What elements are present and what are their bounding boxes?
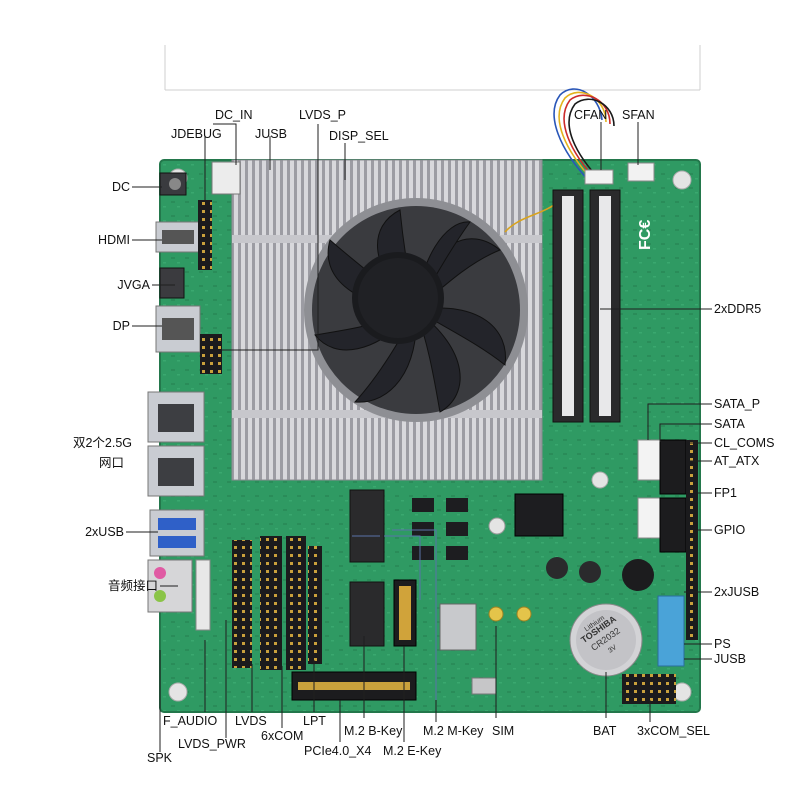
label-at-atx: AT_ATX: [714, 454, 760, 468]
chips: [412, 493, 654, 695]
sata-connector: [659, 439, 687, 495]
cmos-battery: TOSHIBA CR2032 3V Lithium: [569, 603, 643, 677]
label-spk: SPK: [147, 751, 173, 765]
lvds-header: [232, 540, 252, 668]
pin-headers-left: [195, 161, 322, 670]
battery-volt: 3V: [607, 644, 618, 655]
label-hdmi: HDMI: [98, 233, 130, 247]
m2-m-key-slot: [349, 489, 385, 563]
lan-port-1: [147, 391, 205, 443]
label-bat: BAT: [593, 724, 617, 738]
label-audio-port: 音频接口: [108, 578, 158, 593]
fcc-mark: FC€: [637, 220, 654, 250]
label-jusb-top: JUSB: [255, 127, 287, 141]
right-connectors: [622, 439, 698, 704]
pcie-slot: [291, 671, 417, 701]
rear-io: [147, 172, 205, 613]
lpt-header: [308, 546, 322, 664]
label-com-sel: 3xCOM_SEL: [637, 724, 710, 738]
label-m2-e-key: M.2 E-Key: [383, 744, 442, 758]
cfan-header: [584, 169, 614, 185]
sfan-header: [627, 162, 655, 182]
label-lan-line2: 网口: [99, 456, 124, 470]
label-jvga: JVGA: [117, 278, 150, 292]
label-ddr5: 2xDDR5: [714, 302, 761, 316]
label-dp: DP: [113, 319, 130, 333]
usb-ports: [149, 509, 205, 557]
label-lvds: LVDS: [235, 714, 267, 728]
label-pcie: PCIe4.0_X4: [304, 744, 371, 758]
m2-slots: [349, 489, 532, 651]
label-sfan: SFAN: [622, 108, 655, 122]
label-lan-line1: 双2个2.5G: [73, 436, 132, 450]
label-disp-sel: DISP_SEL: [329, 129, 389, 143]
label-dc-in: DC_IN: [215, 108, 253, 122]
label-jusb-right: JUSB: [714, 652, 746, 666]
label-cfan: CFAN: [574, 108, 607, 122]
label-sim: SIM: [492, 724, 514, 738]
background-wall: [164, 45, 701, 91]
lvds-p-header: [200, 334, 222, 374]
vga-header: [159, 267, 185, 299]
sim-slot: [439, 603, 477, 651]
leader-lines: [126, 122, 712, 752]
label-gpio: GPIO: [714, 523, 746, 537]
ddr5-slots: FC€: [552, 189, 654, 423]
label-m2-m-key: M.2 M-Key: [423, 724, 484, 738]
label-ps: PS: [714, 637, 731, 651]
label-sata-p: SATA_P: [714, 397, 760, 411]
com-headers: [260, 536, 282, 670]
label-jdebug: JDEBUG: [171, 127, 222, 141]
label-lvds-p: LVDS_P: [299, 108, 346, 122]
label-sata: SATA: [714, 417, 745, 431]
label-m2-b-key: M.2 B-Key: [344, 724, 403, 738]
label-lvds-pwr: LVDS_PWR: [178, 737, 246, 751]
callout-labels: DC HDMI JVGA DP 双2个2.5G 网口 2xUSB 音频接口 JD…: [73, 108, 775, 765]
sata-power: [637, 439, 661, 481]
cpu-fan: [304, 198, 528, 422]
label-jusb-2x: 2xJUSB: [714, 585, 759, 599]
label-dc: DC: [112, 180, 130, 194]
label-f-audio: F_AUDIO: [163, 714, 217, 728]
label-fp1: FP1: [714, 486, 737, 500]
m2-b-key-slot: [349, 581, 385, 647]
dc-in-connector: [211, 161, 241, 195]
label-lpt: LPT: [303, 714, 326, 728]
label-cl-coms: CL_COMS: [714, 436, 774, 450]
label-usb-2x: 2xUSB: [85, 525, 124, 539]
com-sel-header: [622, 674, 676, 704]
label-6x-com: 6xCOM: [261, 729, 303, 743]
jusb-2x-header: [657, 595, 685, 667]
fp1-gpio-headers: [686, 440, 698, 640]
